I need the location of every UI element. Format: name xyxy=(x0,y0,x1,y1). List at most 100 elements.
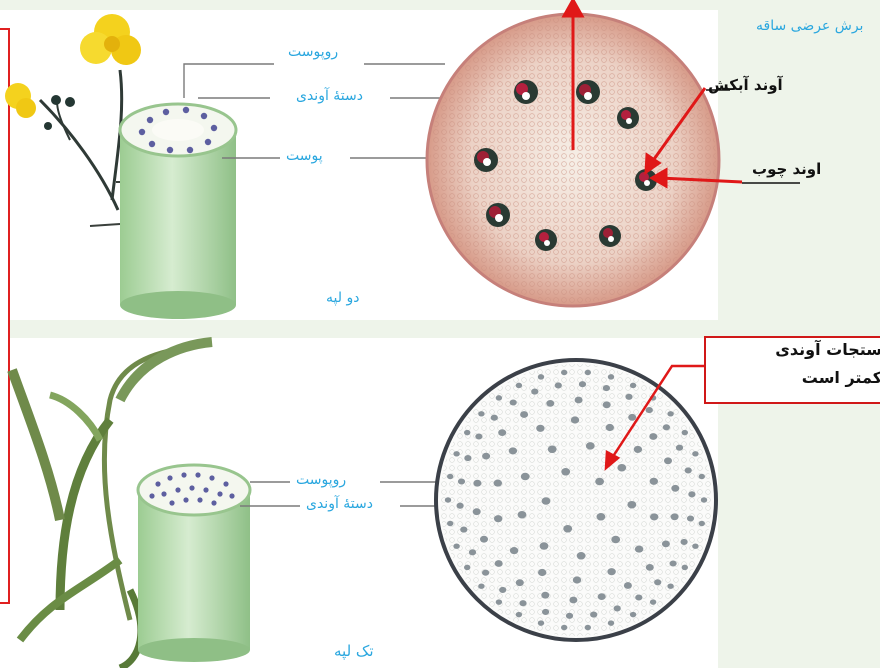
monocot-bundle xyxy=(577,552,586,559)
monocot-bundle xyxy=(681,539,688,545)
monocot-bundle xyxy=(494,515,502,522)
monocot-bundle xyxy=(676,445,683,451)
monocot-bundle xyxy=(630,612,636,617)
monocot-bundle xyxy=(563,525,572,532)
monocot-bundle xyxy=(646,564,654,571)
monocot-bundle xyxy=(447,474,453,479)
monocot-bundle xyxy=(458,478,465,484)
monocot-bundle xyxy=(598,593,606,600)
monocot-bundle xyxy=(509,447,517,454)
monocot-bundle xyxy=(701,497,707,502)
monocot-bundle xyxy=(447,521,453,526)
monocot-bundle xyxy=(569,597,577,604)
monocot-bundle xyxy=(663,424,670,430)
monocot-bundle xyxy=(575,397,583,404)
monocot-bundle xyxy=(625,394,632,400)
monocot-bundle xyxy=(635,546,643,553)
monocot-bundle xyxy=(496,599,502,604)
monocot-bundle xyxy=(542,497,551,504)
monocot-bundle xyxy=(473,480,481,487)
monocot-bundle xyxy=(586,442,595,449)
monocot-bundle xyxy=(611,536,620,543)
monocot-bundle xyxy=(499,587,506,593)
monocot-stem-cylinder xyxy=(138,465,250,662)
monocot-bundle xyxy=(579,381,586,387)
note-line-1: ستجات آوندی xyxy=(775,340,880,359)
monocot-bundle xyxy=(469,549,476,555)
monocot-bundle xyxy=(603,401,611,408)
monocot-bundle xyxy=(457,503,464,509)
monocot-bundle xyxy=(538,374,544,379)
dicot-caption: دو لپه xyxy=(326,290,359,306)
monocot-bundle xyxy=(491,415,498,421)
monocot-bundle xyxy=(542,609,549,615)
monocot-bundle xyxy=(634,446,642,453)
dicot-bundle-label: دستهٔ آوندی xyxy=(296,88,363,104)
monocot-bundle xyxy=(646,407,653,413)
monocot-bundle xyxy=(597,513,606,520)
phloem-label: آوند آبکش xyxy=(708,76,783,94)
monocot-bundle xyxy=(520,411,528,418)
monocot-bundle xyxy=(445,497,451,502)
monocot-bundle xyxy=(685,467,692,473)
monocot-bundle xyxy=(699,521,705,526)
monocot-bundle xyxy=(682,565,688,570)
monocot-bundle xyxy=(475,433,482,439)
monocot-bundle xyxy=(518,511,527,518)
monocot-bundle xyxy=(541,592,549,599)
annotation-note-box: ستجات آوندی کمتر است xyxy=(704,336,880,404)
monocot-bundle xyxy=(608,374,614,379)
yellow-flower-2 xyxy=(5,83,36,118)
section-title: برش عرضی ساقه xyxy=(756,18,863,34)
monocot-bundle xyxy=(473,508,481,515)
monocot-bundle xyxy=(692,451,698,456)
monocot-bundle xyxy=(650,599,656,604)
monocot-bundle xyxy=(614,605,621,611)
monocot-bundle xyxy=(635,594,642,600)
monocot-bundle xyxy=(654,579,661,585)
monocot-bundle xyxy=(566,613,573,619)
monocot-bundle xyxy=(590,612,597,618)
monocot-bundle xyxy=(628,414,636,421)
monocot-bundle xyxy=(494,480,502,487)
monocot-bundle xyxy=(682,430,688,435)
monocot-bundle xyxy=(650,478,658,485)
monocot-bundle xyxy=(667,583,673,588)
monocot-cross-section xyxy=(436,360,716,640)
monocot-bundle xyxy=(571,416,579,423)
monocot-bundle xyxy=(548,446,557,453)
monocot-bundle xyxy=(627,501,636,508)
monocot-bundle xyxy=(664,457,672,464)
monocot-bundle xyxy=(595,478,604,485)
monocot-bundle xyxy=(482,570,489,576)
monocot-bundle xyxy=(519,600,526,606)
monocot-bundle xyxy=(662,541,670,548)
monocot-bundle xyxy=(561,370,567,375)
monocot-caption: تک لپه xyxy=(334,642,374,660)
monocot-bundle xyxy=(692,543,698,548)
monocot-bundle xyxy=(688,491,695,497)
monocot-bundle xyxy=(606,424,614,431)
monocot-bundle xyxy=(510,547,518,554)
monocot-bundle xyxy=(650,513,658,520)
monocot-bundle xyxy=(453,543,459,548)
monocot-bundle xyxy=(538,569,546,576)
dicot-epidermis-label: روپوست xyxy=(288,44,338,60)
monocot-bundle xyxy=(699,474,705,479)
monocot-bundle xyxy=(478,583,484,588)
monocot-bundle xyxy=(585,370,591,375)
monocot-bundle xyxy=(480,536,488,543)
monocot-bundle xyxy=(649,433,657,440)
monocot-bundle xyxy=(671,513,679,520)
dicot-stem-cylinder xyxy=(120,104,236,319)
monocot-bundle xyxy=(482,453,490,460)
monocot-bundle xyxy=(453,451,459,456)
monocot-bundle xyxy=(630,383,636,388)
monocot-bundle xyxy=(546,400,554,407)
monocot-epidermis-label: روپوست xyxy=(296,472,346,488)
xylem-label: اوند چوب xyxy=(752,160,821,178)
note-line-2: کمتر است xyxy=(802,368,880,387)
monocot-bundle xyxy=(687,515,694,521)
monocot-bundle xyxy=(531,389,538,395)
